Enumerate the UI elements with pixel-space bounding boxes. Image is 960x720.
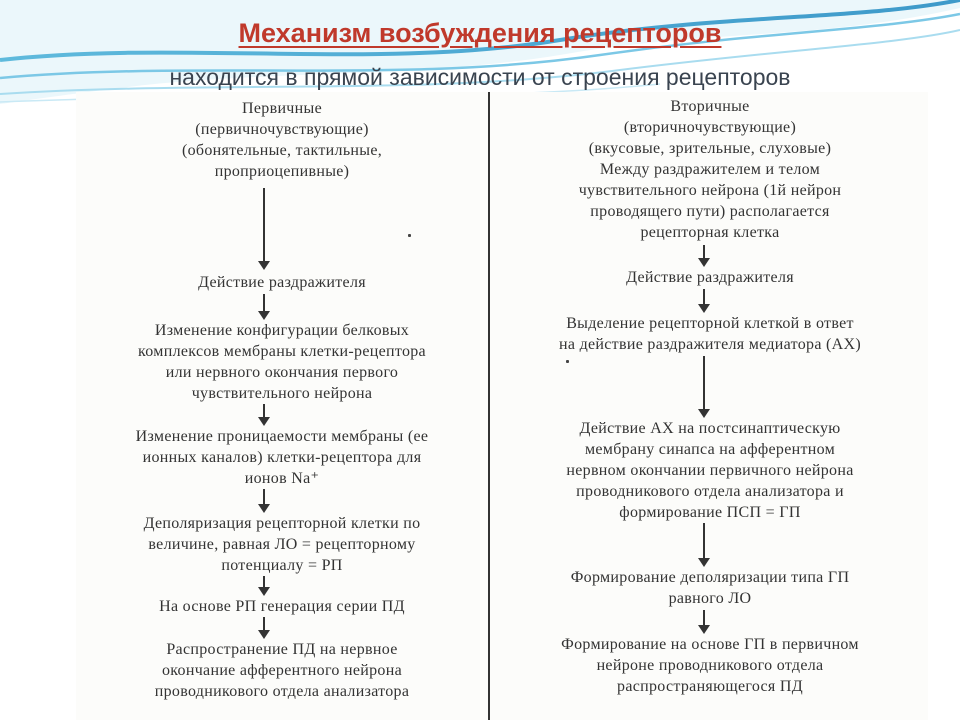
primary-receptors-column: Первичные (первичночувствующие) (обоняте… — [76, 92, 488, 720]
flow-arrow — [698, 523, 710, 567]
secondary-step: Формирование деполяризации типа ГП равно… — [504, 567, 916, 609]
primary-step: Действие раздражителя — [76, 272, 488, 293]
flow-arrow — [698, 356, 710, 418]
secondary-step-line: мембрану синапса на афферентном — [584, 441, 836, 458]
secondary-header-line: чувствительного нейрона (1й нейрон — [578, 182, 842, 199]
secondary-step-line: Действие раздражителя — [626, 269, 794, 286]
secondary-header-line: (вторичночувствующие) — [623, 119, 797, 136]
primary-header-line: (первичночувствующие) — [195, 121, 369, 138]
scanned-diagram — [76, 92, 928, 720]
secondary-step-line: нейроне проводникового отдела — [596, 657, 824, 674]
primary-step-line: ионных каналов) клетки-рецептора для — [142, 449, 422, 466]
primary-step-line: На основе РП генерация серии ПД — [159, 598, 405, 615]
slide-title: Механизм возбуждения рецепторов — [238, 18, 722, 48]
secondary-step-line: Действие АХ на постсинаптическую — [579, 420, 841, 437]
slide-subtitle: находится в прямой зависимости от строен… — [169, 64, 791, 90]
secondary-step: Действие раздражителя — [504, 267, 916, 288]
primary-step-line: или нервного окончания первого — [165, 364, 399, 381]
flow-arrow — [258, 188, 270, 270]
secondary-step-line: распространяющегося ПД — [617, 678, 803, 695]
primary-header: Первичные (первичночувствующие) (обоняте… — [76, 98, 488, 182]
flow-arrow — [258, 617, 270, 639]
flow-arrow — [258, 294, 270, 320]
secondary-step-line: равного ЛО — [668, 590, 752, 607]
secondary-step: Выделение рецепторной клеткой в ответ на… — [504, 313, 916, 355]
primary-step: Деполяризация рецепторной клетки по вели… — [76, 513, 488, 576]
secondary-header-line: (вкусовые, зрительные, слуховые) — [588, 140, 832, 157]
flow-arrow — [698, 610, 710, 634]
flow-arrow — [698, 289, 710, 313]
secondary-step: Действие АХ на постсинаптическую мембран… — [504, 418, 916, 523]
secondary-header-line: Вторичные — [670, 98, 750, 115]
primary-step: Изменение проницаемости мембраны (ее ион… — [76, 426, 488, 489]
secondary-step-line: на действие раздражителя медиатора (АХ) — [559, 336, 861, 353]
primary-step: На основе РП генерация серии ПД — [76, 596, 488, 617]
primary-header-line: проприоцепивные) — [214, 163, 350, 180]
secondary-step-line: Формирование на основе ГП в первичном — [561, 636, 859, 653]
primary-step-line: величине, равная ЛО = рецепторному — [148, 536, 416, 553]
column-divider — [488, 92, 490, 720]
primary-step-line: Изменение конфигурации белковых — [154, 322, 410, 339]
secondary-step: Формирование на основе ГП в первичном не… — [504, 634, 916, 697]
secondary-step-line: Выделение рецепторной клеткой в ответ — [566, 315, 854, 332]
secondary-receptors-column: Вторичные (вторичночувствующие) (вкусовы… — [504, 92, 916, 720]
primary-step: Изменение конфигурации белковых комплекс… — [76, 320, 488, 404]
secondary-header-line: проводящего пути) располагается — [590, 203, 830, 220]
primary-step-line: ионов Na⁺ — [244, 470, 320, 487]
primary-step-line: потенциалу = РП — [221, 557, 343, 574]
scan-speck — [408, 234, 411, 237]
flow-arrow — [698, 245, 710, 267]
primary-header-line: Первичные — [242, 100, 322, 117]
scan-speck — [566, 360, 569, 363]
primary-step-line: Распространение ПД на нервное — [166, 641, 398, 658]
primary-step-line: чувствительного нейрона — [191, 385, 373, 402]
flow-arrow — [258, 576, 270, 596]
primary-step-line: Деполяризация рецепторной клетки по — [143, 515, 421, 532]
primary-step-line: комплексов мембраны клетки-рецептора — [138, 343, 426, 360]
secondary-header-line: рецепторная клетка — [640, 224, 780, 241]
primary-step: Распространение ПД на нервное окончание … — [76, 639, 488, 702]
flow-arrow — [258, 489, 270, 513]
primary-step-line: окончание афферентного нейрона — [161, 662, 402, 679]
flow-arrow — [258, 404, 270, 426]
primary-step-line: Действие раздражителя — [198, 274, 366, 291]
secondary-header: Вторичные (вторичночувствующие) (вкусовы… — [504, 96, 916, 243]
primary-header-line: (обонятельные, тактильные, — [181, 142, 383, 159]
primary-step-line: Изменение проницаемости мембраны (ее — [135, 428, 429, 445]
secondary-step-line: проводникового отдела анализатора и — [576, 483, 844, 500]
secondary-step-line: Формирование деполяризации типа ГП — [570, 569, 850, 586]
primary-step-line: проводникового отдела анализатора — [154, 683, 410, 700]
secondary-step-line: формирование ПСП = ГП — [619, 504, 801, 521]
secondary-header-line: Между раздражителем и телом — [599, 161, 821, 178]
secondary-step-line: нервном окончании первичного нейрона — [566, 462, 854, 479]
